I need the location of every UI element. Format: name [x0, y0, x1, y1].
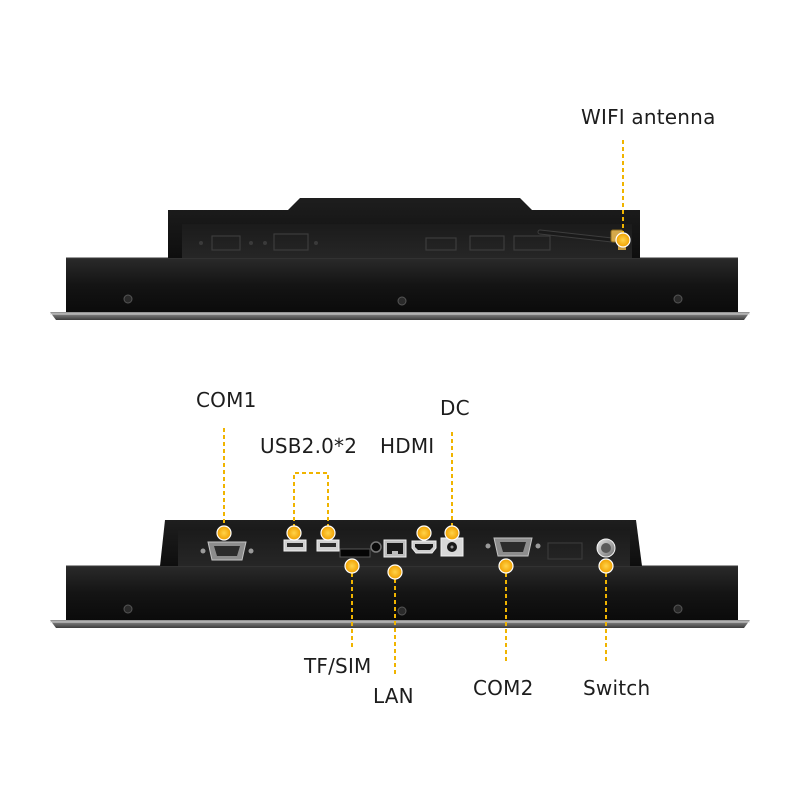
serial-port-icon — [485, 537, 541, 557]
com1-label: COM1 — [196, 388, 257, 412]
switch-label: Switch — [583, 676, 651, 700]
top-device-view — [50, 140, 750, 320]
hdmi-label: HDMI — [380, 434, 435, 458]
sim-card-slot-icon — [339, 548, 371, 558]
hdmi-port-icon — [411, 540, 437, 554]
callout-markers — [216, 232, 631, 580]
bottom-device-view — [50, 520, 750, 628]
blank-port-cover — [547, 542, 583, 560]
wifi-antenna-label: WIFI antenna — [581, 105, 716, 129]
screw-icon — [123, 604, 683, 616]
com2-label: COM2 — [473, 676, 534, 700]
usb-label: USB2.0*2 — [260, 434, 358, 458]
lan-label: LAN — [373, 684, 414, 708]
screw-icon — [123, 294, 683, 306]
callout-leaders — [223, 428, 607, 674]
serial-port-icon — [200, 541, 254, 561]
audio-jack-icon — [370, 541, 382, 553]
tf-sim-label: TF/SIM — [304, 654, 372, 678]
dc-jack-icon — [440, 537, 464, 557]
ethernet-port-icon — [383, 539, 407, 558]
dc-label: DC — [440, 396, 470, 420]
power-switch-icon — [596, 538, 616, 558]
